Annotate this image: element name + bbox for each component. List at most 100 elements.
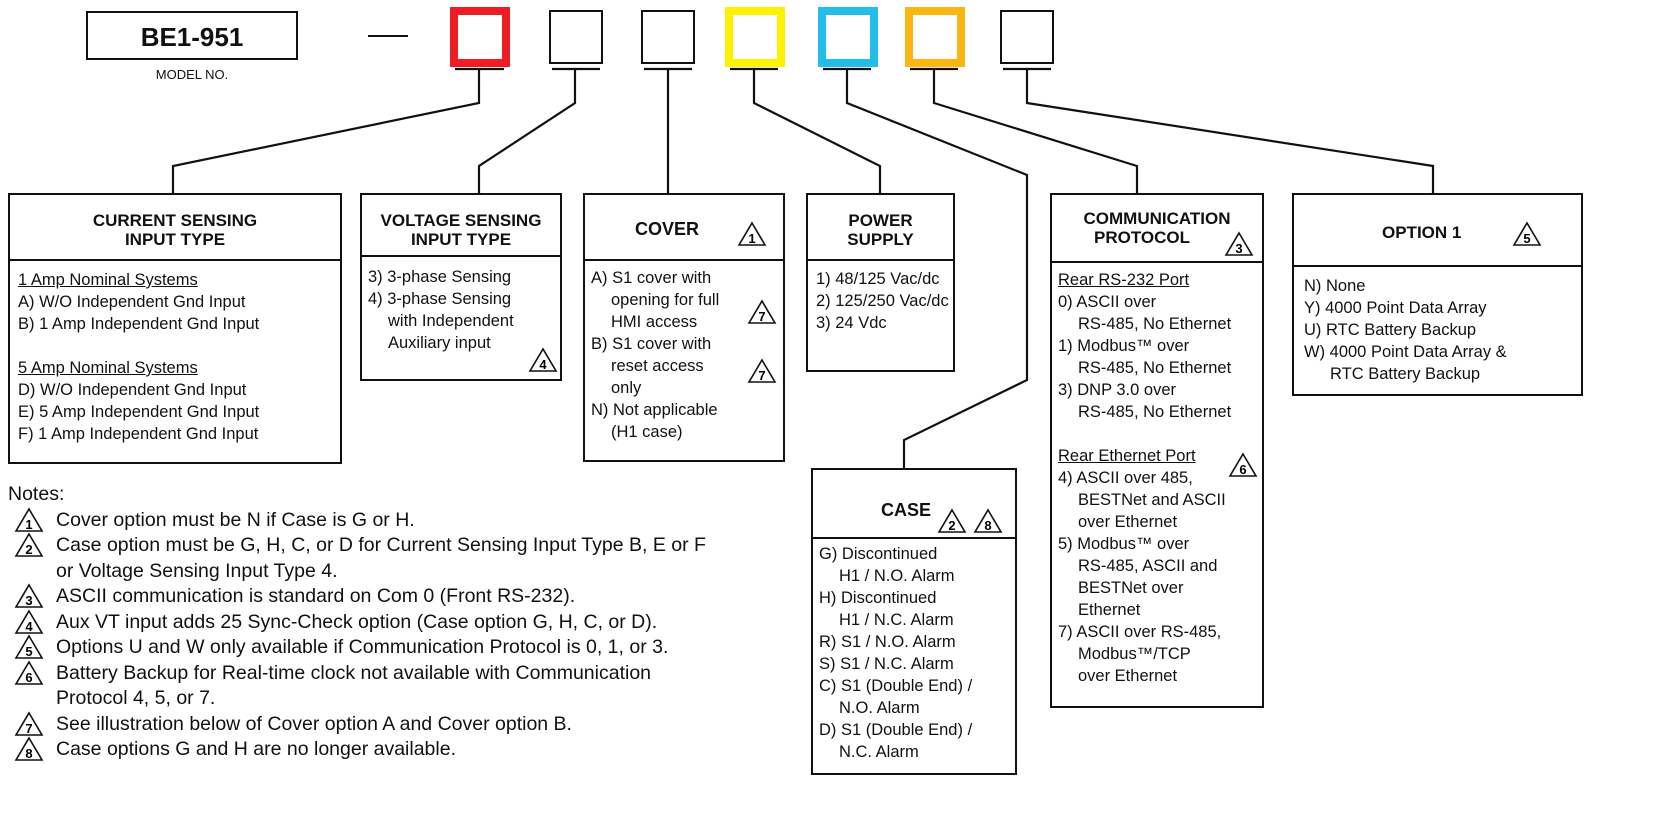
comm-option-5-line3: BESTNet over: [1078, 579, 1184, 597]
current-option-d: D) W/O Independent Gnd Input: [18, 381, 247, 399]
comm-option-0-line2: RS-485, No Ethernet: [1078, 315, 1232, 333]
note-4-text: Aux VT input adds 25 Sync-Check option (…: [56, 610, 658, 633]
slot-voltage-sensing: [549, 10, 603, 64]
note-triangle-icon: 7: [14, 710, 44, 737]
note-ref-triangle-icon: 6: [1228, 452, 1258, 478]
option1-w: W) 4000 Point Data Array &: [1304, 343, 1507, 361]
cover-option-a-line3: HMI access: [611, 313, 698, 331]
power-option-2: 2) 125/250 Vac/dc: [816, 292, 949, 310]
voltage-sensing-box: VOLTAGE SENSING INPUT TYPE 3) 3-phase Se…: [360, 193, 562, 381]
cover-option-a-line2: opening for full: [611, 291, 720, 309]
comm-option-1: 1) Modbus™ over: [1058, 337, 1190, 355]
comm-option-0: 0) ASCII over: [1058, 293, 1157, 311]
note-2: 2 Case option must be G, H, C, or D for …: [8, 532, 706, 559]
current-sensing-box: CURRENT SENSING INPUT TYPE 1 Amp Nominal…: [8, 193, 342, 464]
notes-heading: Notes:: [8, 483, 65, 505]
cover-option-b: B) S1 cover with: [591, 335, 712, 353]
current-option-e: E) 5 Amp Independent Gnd Input: [18, 403, 260, 421]
rs232-heading: Rear RS-232 Port: [1058, 271, 1190, 289]
note-7: 7 See illustration below of Cover option…: [8, 710, 706, 738]
comm-option-7: 7) ASCII over RS-485,: [1058, 623, 1222, 641]
current-group2-heading: 5 Amp Nominal Systems: [18, 359, 198, 377]
svg-text:3: 3: [1235, 241, 1242, 256]
cover-title: COVER: [635, 219, 700, 239]
svg-text:4: 4: [25, 619, 33, 634]
cover-box: COVER 1 A) S1 cover with opening for ful…: [583, 193, 785, 462]
note-3-text: ASCII communication is standard on Com 0…: [56, 585, 576, 607]
note-5-text: Options U and W only available if Commun…: [56, 636, 669, 658]
comm-option-4: 4) ASCII over 485,: [1058, 469, 1193, 487]
note-triangle-icon: 3: [14, 583, 44, 609]
cover-option-n-line2: (H1 case): [611, 423, 683, 441]
voltage-option-4-line3: Auxiliary input: [388, 334, 491, 352]
voltage-option-4: 4) 3-phase Sensing: [368, 290, 512, 308]
note-ref-triangle-icon: 1: [737, 221, 767, 247]
option1-n: N) None: [1304, 277, 1366, 295]
comm-option-1-line2: RS-485, No Ethernet: [1078, 359, 1232, 377]
case-option-g: G) Discontinued: [819, 545, 938, 563]
svg-text:6: 6: [1239, 462, 1246, 477]
svg-text:7: 7: [758, 309, 765, 324]
svg-text:6: 6: [25, 670, 32, 685]
power-supply-box: POWER SUPPLY 1) 48/125 Vac/dc 2) 125/250…: [806, 193, 955, 372]
note-ref-triangle-icon: 8: [973, 508, 1003, 534]
comm-option-3: 3) DNP 3.0 over: [1058, 381, 1176, 399]
case-option-h: H) Discontinued: [819, 589, 937, 607]
slot-power-supply: [725, 7, 785, 67]
communication-title-2: PROTOCOL: [1093, 228, 1191, 247]
current-option-a: A) W/O Independent Gnd Input: [18, 293, 246, 311]
communication-protocol-box: COMMUNICATION PROTOCOL 3 Rear RS-232 Por…: [1050, 193, 1264, 708]
cover-option-n: N) Not applicable: [591, 401, 718, 419]
note-6-cont: Protocol 4, 5, or 7.: [8, 686, 706, 712]
note-triangle-icon: 1: [14, 506, 44, 533]
voltage-sensing-title-1: VOLTAGE SENSING: [380, 211, 542, 230]
note-1-text: Cover option must be N if Case is G or H…: [56, 508, 415, 531]
current-group1-heading: 1 Amp Nominal Systems: [18, 271, 198, 289]
model-dash: [368, 35, 408, 37]
power-supply-title-2: SUPPLY: [847, 230, 914, 249]
case-option-h-line2: H1 / N.C. Alarm: [839, 611, 954, 629]
svg-text:2: 2: [948, 518, 955, 533]
svg-text:5: 5: [1523, 231, 1530, 246]
power-supply-title-1: POWER: [848, 211, 913, 230]
svg-text:2: 2: [25, 542, 32, 557]
current-sensing-title-2: INPUT TYPE: [124, 230, 226, 249]
note-triangle-icon: 8: [14, 736, 44, 762]
note-triangle-icon: 4: [14, 608, 44, 635]
svg-text:3: 3: [25, 593, 32, 608]
note-ref-triangle-icon: 7: [747, 299, 777, 325]
option1-w-line2: RTC Battery Backup: [1330, 365, 1481, 383]
cover-option-b-line2: reset access: [611, 357, 704, 375]
note-2-text: Case option must be G, H, C, or D for Cu…: [56, 534, 706, 556]
model-number-box: BE1-951: [86, 11, 298, 60]
case-option-s: S) S1 / N.C. Alarm: [819, 655, 954, 673]
voltage-sensing-title-2: INPUT TYPE: [410, 230, 512, 249]
slot-case: [818, 7, 878, 67]
note-ref-triangle-icon: 3: [1224, 231, 1254, 257]
power-option-3: 3) 24 Vdc: [816, 314, 887, 332]
note-triangle-icon: 2: [14, 532, 44, 558]
note-6-text-cont: Protocol 4, 5, or 7.: [56, 687, 216, 709]
note-7-text: See illustration below of Cover option A…: [56, 712, 572, 735]
svg-text:1: 1: [748, 231, 755, 246]
case-title: CASE: [881, 500, 932, 520]
svg-text:1: 1: [25, 517, 32, 532]
note-triangle-icon: 6: [14, 659, 44, 686]
case-option-d-line2: N.C. Alarm: [839, 743, 919, 761]
current-option-f: F) 1 Amp Independent Gnd Input: [18, 425, 259, 443]
svg-text:7: 7: [758, 368, 765, 383]
note-2-cont: or Voltage Sensing Input Type 4.: [8, 559, 706, 585]
case-option-c-line2: N.O. Alarm: [839, 699, 920, 717]
case-option-g-line2: H1 / N.O. Alarm: [839, 567, 955, 585]
option-1-box: OPTION 1 5 N) None Y) 4000 Point Data Ar…: [1292, 193, 1583, 396]
note-ref-triangle-icon: 2: [937, 508, 967, 534]
slot-option-1: [1000, 10, 1054, 64]
slot-communication: [905, 7, 965, 67]
cover-option-a: A) S1 cover with: [591, 269, 712, 287]
case-option-d: D) S1 (Double End) /: [819, 721, 973, 739]
note-8-text: Case options G and H are no longer avail…: [56, 738, 456, 760]
option-1-title: OPTION 1: [1382, 223, 1462, 242]
communication-title-1: COMMUNICATION: [1083, 209, 1231, 228]
svg-text:8: 8: [25, 746, 32, 761]
case-box: CASE 2 8 G) Discontinued H1 / N.O. Alarm…: [811, 468, 1017, 775]
